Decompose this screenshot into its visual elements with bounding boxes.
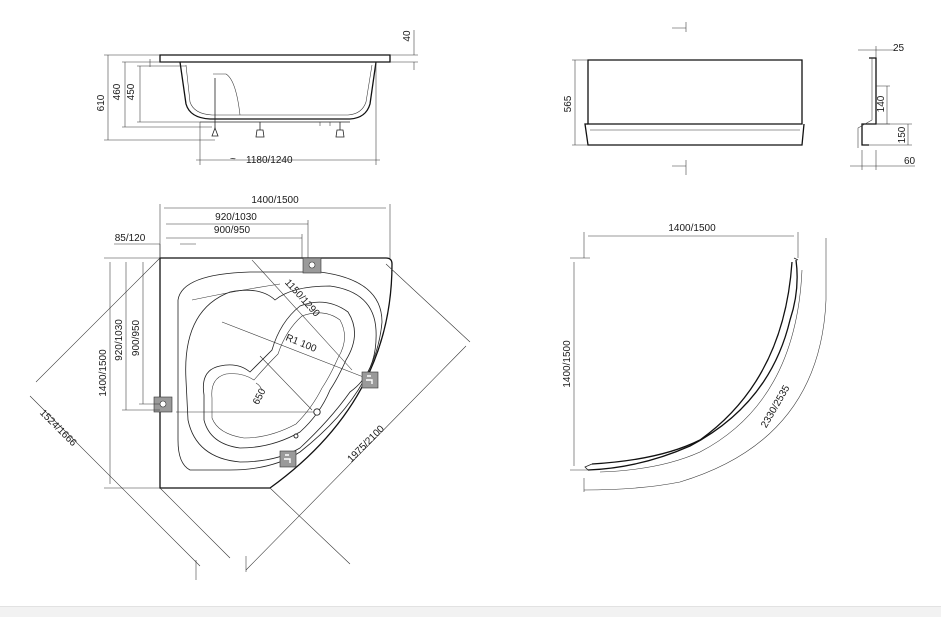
dim-label-565: 565 [563, 95, 574, 112]
faucet-icon-bottom-glyph [284, 454, 291, 463]
dim-label-610: 610 [96, 94, 107, 111]
dim-label-diagonal-side: 1524/1666 [37, 408, 79, 450]
dim-line-left-900 [139, 262, 160, 405]
top-view-basin-inner [202, 301, 355, 449]
panel-curve-ends [584, 257, 799, 471]
side-view: 40 610 460 450 ~ 1180/1240 [96, 30, 418, 166]
dim-label-diagonal-outer: 1975/2100 [346, 423, 388, 465]
side-view-foot-1 [211, 126, 219, 137]
dim-label-diagonal-inner: 1150/1290 [282, 277, 322, 319]
side-view-rim [159, 54, 391, 63]
dim-label-top-width: 1400/1500 [251, 195, 299, 206]
top-view-drain-icon [313, 408, 321, 416]
panel-profile-outline [861, 57, 877, 146]
side-view-tub-body [179, 61, 377, 120]
dim-ticks-bottom [195, 556, 247, 580]
top-view-backrest-arc [191, 283, 281, 301]
dim-line-diagonal-side [29, 257, 231, 567]
top-view-basin-inner-offset [211, 312, 345, 439]
dim-line-left-height [104, 257, 160, 489]
dim-line-top-900 [166, 234, 303, 258]
side-view-drain [319, 122, 331, 126]
top-view: 1400/1500 920/1030 900/950 85/120 1400/1… [29, 195, 471, 580]
dim-line-offset [114, 243, 196, 258]
top-view-depth-line [259, 355, 313, 411]
tap-connector-top-hole [308, 261, 316, 269]
panel-curve-edge [599, 269, 803, 473]
dim-label-left-920: 920/1030 [114, 319, 125, 361]
dim-line-25 [858, 46, 895, 58]
side-view-foot-2 [255, 129, 265, 138]
tap-connector-left-hole [159, 400, 167, 408]
top-view-radius-line [221, 321, 367, 379]
dim-line-150 [869, 123, 912, 146]
panel-front-body [587, 59, 803, 125]
dim-label-40: 40 [402, 30, 413, 42]
dim-label-150: 150 [897, 126, 908, 143]
top-view-outer-shell [159, 257, 393, 489]
dim-approx-symbol: ~ [230, 154, 236, 165]
bottom-band [0, 606, 941, 617]
dim-line-panel-width [583, 232, 799, 258]
dim-label-panel-arc: 2330/2535 [759, 383, 792, 430]
panel-curve-inner [591, 261, 793, 465]
side-view-inner-line [185, 64, 373, 116]
dim-label-450: 450 [126, 83, 137, 100]
dim-label-panel-width: 1400/1500 [668, 223, 716, 234]
panel-front-center-marks [672, 22, 687, 175]
dim-line-610 [104, 54, 215, 141]
dim-line-450 [137, 65, 200, 123]
dim-line-460 [122, 61, 212, 128]
dim-label-offset: 85/120 [115, 233, 146, 244]
dim-label-radius: R1 100 [284, 333, 318, 355]
dim-label-25: 25 [893, 43, 905, 54]
dim-label-60: 60 [904, 156, 916, 167]
dim-label-left-height: 1400/1500 [98, 349, 109, 397]
dim-line-40 [390, 30, 418, 70]
dim-line-diagonal-outer [245, 263, 471, 571]
faucet-icon-right-glyph [366, 375, 373, 384]
dim-label-460: 460 [112, 83, 123, 100]
panel-top-view: 1400/1500 1400/1500 2330/2535 [562, 223, 827, 492]
side-view-backrest [213, 73, 241, 116]
panel-curve-outer [587, 259, 798, 471]
dim-line-565 [572, 59, 588, 146]
top-view-basin-outer [185, 285, 377, 463]
dim-line-panel-arc [583, 238, 827, 492]
dim-line-60 [850, 150, 915, 170]
dim-label-left-900: 900/950 [131, 319, 142, 356]
dim-label-panel-height: 1400/1500 [562, 340, 573, 388]
dim-line-panel-height [570, 257, 590, 471]
dim-label-top-900: 900/950 [214, 225, 251, 236]
dim-label-length: 1180/1240 [246, 155, 293, 166]
dim-line-top-width [159, 204, 391, 258]
dim-label-depth: 650 [251, 386, 269, 406]
dim-label-top-920: 920/1030 [215, 212, 257, 223]
dim-line-left-920 [122, 262, 160, 411]
top-view-diagonal-1 [251, 259, 353, 371]
panel-front-base [584, 123, 805, 146]
panel-front-view: 565 [563, 22, 805, 175]
dim-approx-depth [255, 382, 263, 392]
dim-line-length [196, 62, 380, 165]
dim-label-140: 140 [876, 95, 887, 112]
top-view-jet-icon [293, 433, 299, 439]
panel-profile-inner [857, 58, 873, 148]
side-view-foot-3 [335, 129, 345, 138]
top-view-inner-rim [177, 271, 383, 471]
panel-profile-view: 25 140 150 60 [850, 43, 916, 170]
dim-line-top-920 [166, 220, 309, 258]
